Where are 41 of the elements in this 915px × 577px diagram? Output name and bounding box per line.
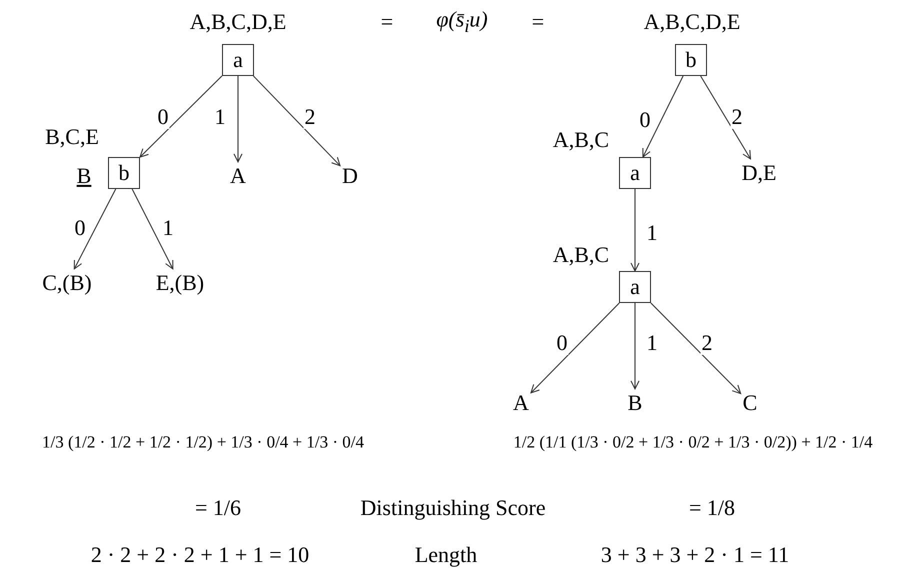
tree-node-box: a — [619, 157, 651, 189]
node-caption: A,B,C,D,E — [190, 10, 286, 34]
node-caption: A,B,C,D,E — [644, 10, 740, 34]
score-result: = 1/8 — [688, 496, 736, 520]
arrow — [700, 76, 752, 160]
arrow — [132, 188, 174, 270]
equals-sign: = — [532, 10, 544, 34]
leaf-label: E,(B) — [156, 270, 204, 296]
arrow — [140, 75, 222, 158]
arrow — [252, 76, 341, 166]
length-formula: 2 · 2 + 2 · 2 + 1 + 1 = 10 — [90, 542, 310, 568]
node-caption: A,B,C — [552, 128, 610, 152]
arrow — [74, 188, 116, 270]
leaf-label: A — [230, 164, 246, 188]
node-caption: B — [76, 164, 92, 188]
score-formula: 1/3 (1/2 · 1/2 + 1/2 · 1/2) + 1/3 · 0/4 + 1/3 · 0/4 — [42, 434, 364, 452]
leaf-label: D,E — [742, 160, 776, 186]
tree-node-box: b — [108, 157, 140, 189]
length-formula: 3 + 3 + 3 + 2 · 1 = 11 — [600, 542, 790, 568]
equals-sign: = — [380, 10, 394, 34]
arrow — [630, 302, 640, 390]
node-caption: A,B,C — [552, 242, 610, 268]
formula: φ(s̄$_{i}$u) — [436, 8, 488, 36]
leaf-label: C,(B) — [42, 270, 92, 296]
tree-node-box: a — [619, 271, 651, 303]
leaf-label: D — [342, 164, 358, 188]
leaf-label: B — [628, 390, 642, 416]
row-title: Length — [414, 542, 478, 568]
leaf-label: A — [513, 390, 529, 416]
node-caption: B,C,E — [45, 124, 99, 150]
tree-node-box: a — [222, 44, 254, 76]
score-formula: 1/2 (1/1 (1/3 · 0/2 + 1/3 · 0/2 + 1/3 · 0/2)) + 1/2 · 1/4 — [513, 434, 873, 452]
score-result: = 1/6 — [194, 496, 242, 520]
row-title: Distinguishing Score — [360, 496, 546, 520]
arrow — [650, 302, 742, 394]
arrow — [530, 302, 620, 394]
arrow — [234, 76, 242, 162]
tree-node-box: b — [675, 44, 707, 76]
arrow — [630, 188, 640, 272]
leaf-label: C — [742, 390, 758, 416]
arrow — [642, 76, 684, 158]
